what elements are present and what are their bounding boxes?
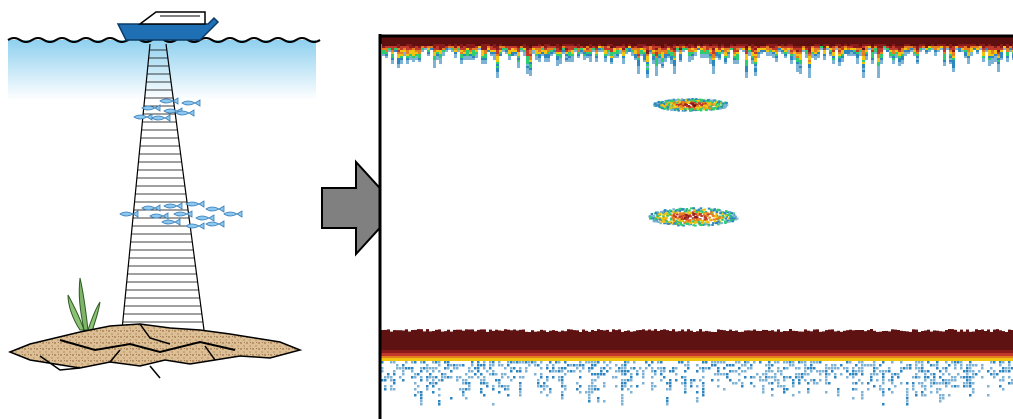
boat-icon: [116, 11, 220, 41]
fish-icon: [205, 205, 225, 213]
fish-icon: [141, 204, 161, 212]
fish-icon: [141, 104, 161, 112]
fish-icon: [163, 202, 183, 210]
fish-icon: [133, 113, 153, 121]
fish-school-lower: [119, 200, 243, 230]
surface-echo-band: [381, 37, 1013, 78]
seabed-rocks: [7, 323, 303, 379]
fish-icon: [149, 212, 169, 220]
fish-icon: [181, 99, 201, 107]
fish-icon: [185, 222, 205, 230]
fish-echo-lower: [648, 207, 739, 227]
fish-icon: [151, 114, 171, 122]
fish-icon: [185, 200, 205, 208]
fish-icon: [119, 210, 139, 218]
fish-icon: [175, 109, 195, 117]
echogram-display: [378, 34, 1013, 419]
fish-icon: [195, 214, 215, 222]
fish-icon: [173, 210, 193, 218]
fish-icon: [161, 218, 181, 226]
water-column: [8, 40, 316, 100]
fish-school-upper: [133, 97, 201, 122]
seaweed-icon: [67, 277, 101, 333]
fish-icon: [205, 220, 225, 228]
fish-icon: [223, 210, 243, 218]
right-arrow-icon: [321, 159, 400, 257]
sea-illustration: [7, 11, 321, 379]
fish-icon: [159, 97, 179, 105]
bottom-echo-band: [381, 329, 1013, 406]
fish-echo-upper: [652, 98, 729, 112]
